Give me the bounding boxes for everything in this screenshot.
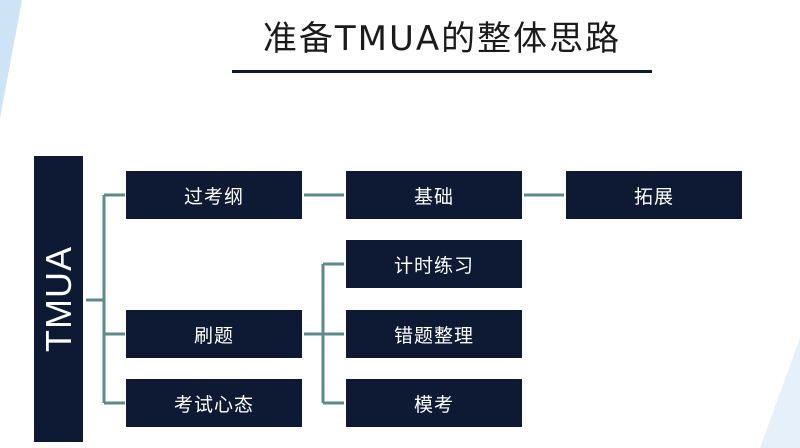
node-timed-practice: 计时练习 [346,240,522,288]
node-mock-exam: 模考 [346,379,522,427]
node-exam-mindset: 考试心态 [126,379,302,427]
node-error-review: 错题整理 [346,310,522,358]
corner-decoration-right [760,338,800,448]
node-syllabus: 过考纲 [126,171,302,219]
title-underline [232,70,652,73]
corner-decoration-left [0,0,22,118]
root-node-label: TMUA [37,246,79,352]
root-node: TMUA [34,156,83,442]
node-extension: 拓展 [566,171,742,219]
node-practice: 刷题 [126,310,302,358]
node-basics: 基础 [346,171,522,219]
page-title: 准备TMUA的整体思路 [262,19,622,59]
